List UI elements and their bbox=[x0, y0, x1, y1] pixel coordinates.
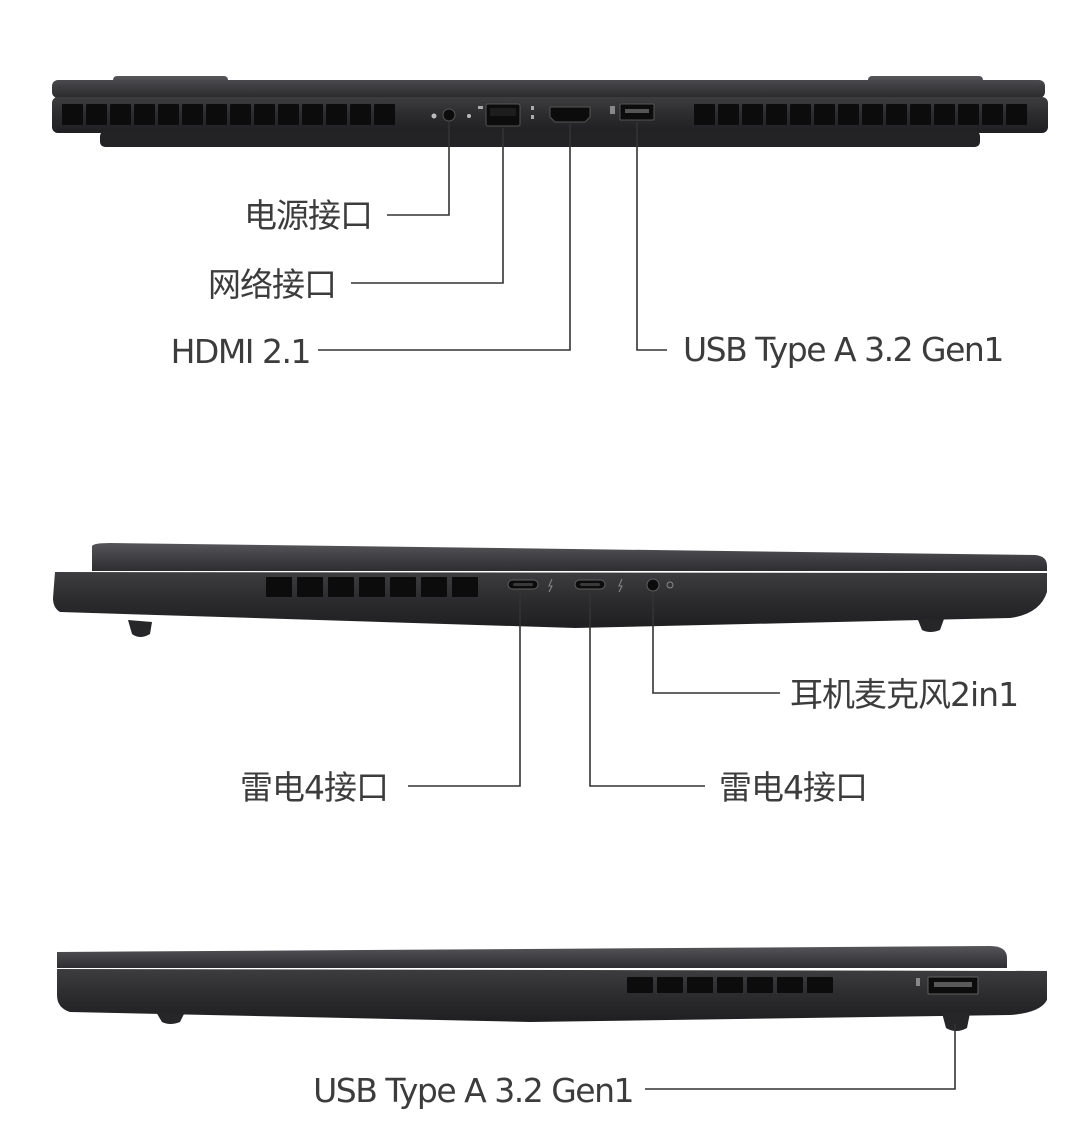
left-side-view: 雷电4接口 雷电4接口 耳机麦克风2in1 bbox=[53, 543, 1047, 807]
power-leader-line bbox=[387, 122, 450, 216]
audio-jack-label: 耳机麦克风2in1 bbox=[790, 675, 1018, 714]
vent-slot bbox=[657, 977, 683, 993]
usb-leader-line bbox=[636, 122, 667, 351]
vent-slot bbox=[766, 104, 787, 125]
thunderbolt-port-icon bbox=[507, 578, 553, 593]
left-foot-rear bbox=[918, 619, 944, 632]
thunderbolt-port-icon bbox=[574, 578, 623, 593]
hdmi-port-icon bbox=[531, 106, 591, 123]
vent-slot bbox=[182, 104, 203, 125]
rear-vent-right bbox=[694, 104, 1027, 125]
usb-a-port-label-rear: USB Type A 3.2 Gen1 bbox=[683, 330, 1003, 369]
power-port-label: 电源接口 bbox=[244, 196, 372, 235]
vent-slot bbox=[1006, 104, 1027, 125]
ethernet-port-icon bbox=[467, 103, 521, 127]
thunderbolt-2-leader-line bbox=[589, 592, 705, 787]
right-foot-rear bbox=[942, 1013, 970, 1031]
vent-slot bbox=[838, 104, 859, 125]
audio-leader-line bbox=[652, 592, 780, 694]
vent-slot bbox=[452, 577, 478, 597]
rear-view: 电源接口 网络接口 HDMI 2.1 USB Type A 3.2 Gen1 bbox=[52, 76, 1048, 371]
right-lid bbox=[57, 946, 1007, 968]
thunderbolt-1-leader-line bbox=[408, 592, 521, 787]
usb-a-port-label-right: USB Type A 3.2 Gen1 bbox=[313, 1071, 633, 1110]
left-lid bbox=[92, 543, 1047, 571]
vent-slot bbox=[326, 104, 347, 125]
rear-vent-left bbox=[62, 104, 395, 125]
vent-slot bbox=[110, 104, 131, 125]
vent-slot bbox=[134, 104, 155, 125]
thunderbolt-2-label: 雷电4接口 bbox=[719, 768, 867, 807]
network-leader-line bbox=[351, 128, 504, 284]
usb-a-port-icon bbox=[610, 103, 655, 121]
vent-slot bbox=[158, 104, 179, 125]
power-port-icon bbox=[431, 108, 456, 122]
audio-jack-icon bbox=[646, 578, 674, 592]
vent-slot bbox=[982, 104, 1003, 125]
right-body bbox=[57, 969, 1047, 1022]
usb-a-port-icon bbox=[916, 976, 979, 995]
vent-slot bbox=[717, 977, 743, 993]
left-foot-front bbox=[128, 620, 152, 637]
usb-a-right-leader-line bbox=[645, 1024, 956, 1090]
right-vent bbox=[627, 977, 833, 993]
vent-slot bbox=[350, 104, 371, 125]
vent-slot bbox=[86, 104, 107, 125]
vent-slot bbox=[747, 977, 773, 993]
right-foot-front bbox=[156, 1012, 184, 1024]
vent-slot bbox=[374, 104, 395, 125]
right-side-view: USB Type A 3.2 Gen1 bbox=[57, 946, 1047, 1110]
rear-bottom-lip bbox=[100, 131, 980, 147]
vent-slot bbox=[328, 577, 354, 597]
vent-slot bbox=[934, 104, 955, 125]
vent-slot bbox=[790, 104, 811, 125]
vent-slot bbox=[777, 977, 803, 993]
vent-slot bbox=[807, 977, 833, 993]
vent-slot bbox=[359, 577, 385, 597]
vent-slot bbox=[230, 104, 251, 125]
vent-slot bbox=[627, 977, 653, 993]
hdmi-port-label: HDMI 2.1 bbox=[171, 332, 310, 371]
left-vent bbox=[266, 577, 478, 597]
vent-slot bbox=[390, 577, 416, 597]
rear-lid bbox=[52, 80, 1045, 98]
thunderbolt-1-label: 雷电4接口 bbox=[240, 768, 388, 807]
network-port-label: 网络接口 bbox=[208, 265, 336, 304]
vent-slot bbox=[694, 104, 715, 125]
vent-slot bbox=[421, 577, 447, 597]
vent-slot bbox=[62, 104, 83, 125]
vent-slot bbox=[886, 104, 907, 125]
hdmi-leader-line bbox=[318, 124, 571, 351]
vent-slot bbox=[297, 577, 323, 597]
left-body bbox=[53, 572, 1047, 628]
vent-slot bbox=[254, 104, 275, 125]
vent-slot bbox=[958, 104, 979, 125]
vent-slot bbox=[814, 104, 835, 125]
vent-slot bbox=[266, 577, 292, 597]
vent-slot bbox=[742, 104, 763, 125]
vent-slot bbox=[862, 104, 883, 125]
vent-slot bbox=[206, 104, 227, 125]
vent-slot bbox=[687, 977, 713, 993]
vent-slot bbox=[302, 104, 323, 125]
vent-slot bbox=[278, 104, 299, 125]
vent-slot bbox=[718, 104, 739, 125]
vent-slot bbox=[910, 104, 931, 125]
